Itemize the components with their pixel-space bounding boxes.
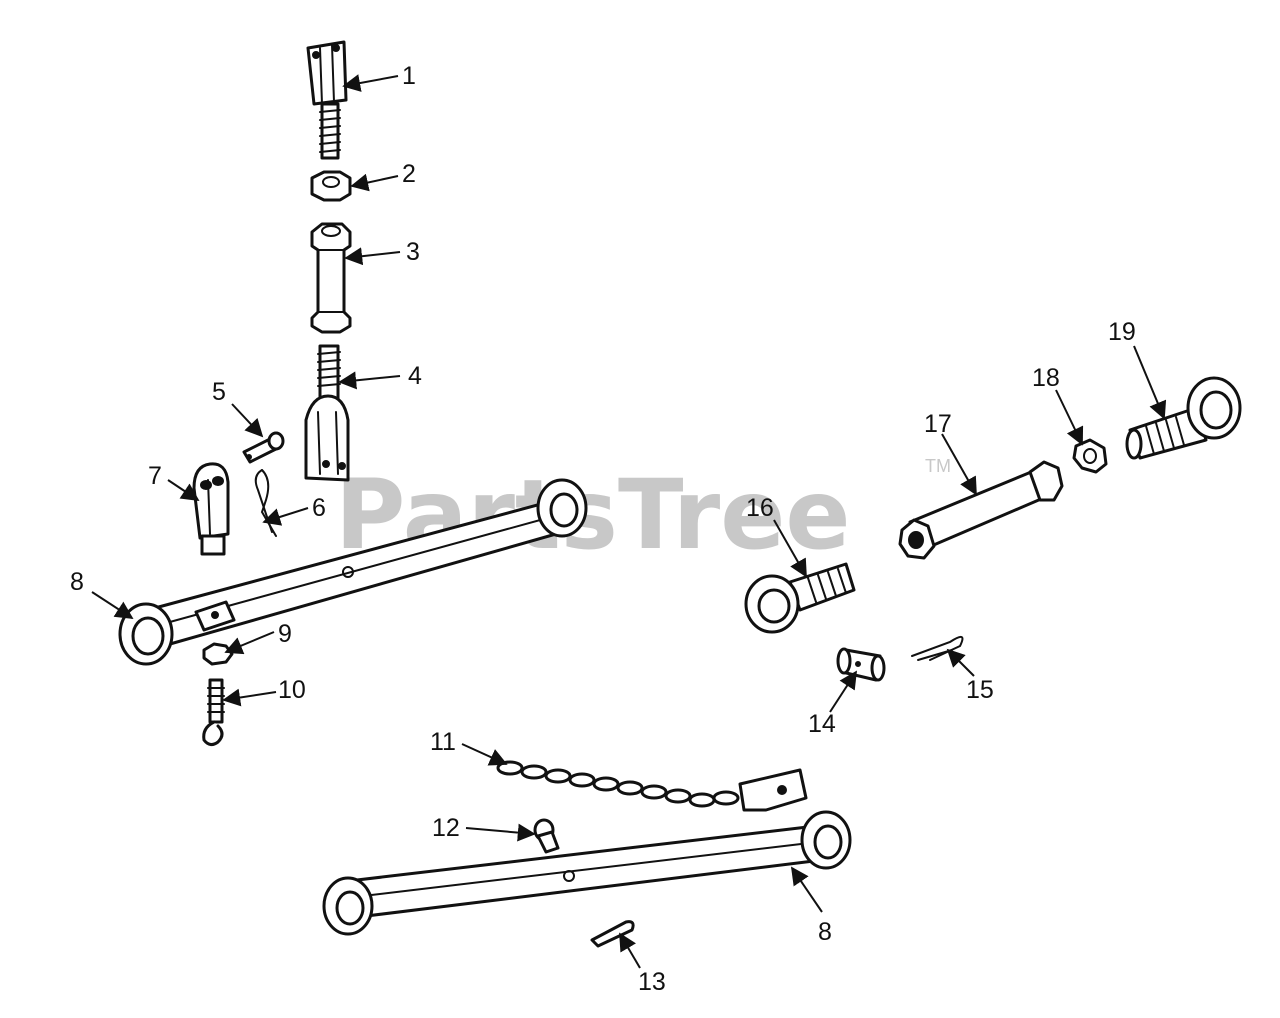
callout-11: 11 (430, 728, 456, 756)
part-nut-right (1072, 438, 1108, 474)
part-cotter-pin (590, 920, 635, 948)
part-yoke (192, 462, 230, 556)
callout-4: 4 (408, 362, 422, 390)
callout-8-upper: 8 (70, 568, 84, 596)
part-eye-bolt (202, 678, 225, 747)
callout-2: 2 (402, 160, 416, 188)
callout-17: 17 (924, 410, 952, 438)
part-clevis-upper (306, 40, 348, 160)
callout-9: 9 (278, 620, 292, 648)
callout-18: 18 (1032, 364, 1060, 392)
part-lift-link-upper (118, 478, 588, 666)
callout-1: 1 (402, 62, 416, 90)
callout-14: 14 (808, 710, 836, 738)
callout-15: 15 (966, 676, 994, 704)
callout-6: 6 (312, 494, 326, 522)
part-hairpin-clip-upper (254, 469, 277, 537)
callout-5: 5 (212, 378, 226, 406)
leader-lines (91, 74, 1167, 969)
callout-19: 19 (1108, 318, 1136, 346)
callout-7: 7 (148, 462, 162, 490)
part-ball-joint-left (744, 562, 856, 634)
callout-13: 13 (638, 968, 666, 996)
part-lift-link-lower (322, 810, 852, 936)
part-pin-lower (533, 818, 560, 854)
callout-labels: 1 2 3 4 5 6 7 8 9 10 11 12 13 14 15 16 1… (70, 62, 1136, 996)
watermark-trademark: TM (925, 456, 951, 476)
part-nut-small (202, 642, 234, 666)
part-turnbuckle-sleeve (310, 222, 352, 334)
part-long-bolt (898, 460, 1064, 560)
part-ball-joint-right (1125, 376, 1242, 460)
callout-10: 10 (278, 676, 306, 704)
part-check-chain (496, 760, 808, 812)
part-cross-pin (836, 647, 886, 682)
part-hairpin-clip-lower (911, 635, 964, 661)
callout-3: 3 (406, 238, 420, 266)
callout-16: 16 (746, 494, 774, 522)
part-clevis-pin (242, 431, 285, 464)
callout-8-lower: 8 (818, 918, 832, 946)
part-clevis-lower (304, 344, 350, 482)
callout-12: 12 (432, 814, 460, 842)
part-hex-nut-upper (310, 170, 352, 202)
